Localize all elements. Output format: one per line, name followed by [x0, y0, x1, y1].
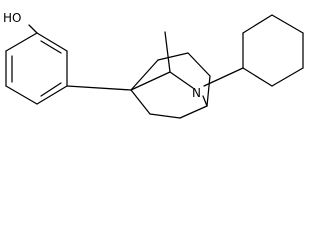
bond — [242, 67, 273, 87]
phenol-ring — [5, 32, 68, 105]
bond — [271, 67, 304, 87]
cyclohexyl-ring — [242, 14, 304, 87]
bond — [5, 85, 38, 105]
bond — [202, 95, 208, 107]
bond — [271, 14, 304, 34]
bond — [36, 32, 68, 52]
hydroxyl-label: HO — [3, 11, 21, 25]
bond — [149, 113, 181, 119]
molecule-structure: HO N — [3, 11, 304, 119]
bond — [206, 75, 211, 107]
bond — [36, 85, 68, 105]
bond — [242, 14, 273, 34]
bond — [179, 105, 208, 119]
bond — [169, 71, 194, 89]
bicyclic-core — [130, 31, 244, 119]
methyl-bond — [164, 31, 171, 73]
bond — [157, 52, 189, 61]
n-cyclohexyl-bond — [203, 67, 244, 87]
bond — [130, 71, 171, 91]
double-bond — [40, 40, 62, 54]
hydroxyl-bond — [28, 24, 38, 34]
nitrogen-label: N — [192, 86, 201, 100]
bond — [130, 89, 151, 115]
bond — [130, 59, 159, 91]
aryl-bridgehead-bond — [66, 85, 132, 91]
bond — [5, 32, 38, 52]
double-bond — [40, 82, 62, 97]
bond — [187, 52, 211, 77]
